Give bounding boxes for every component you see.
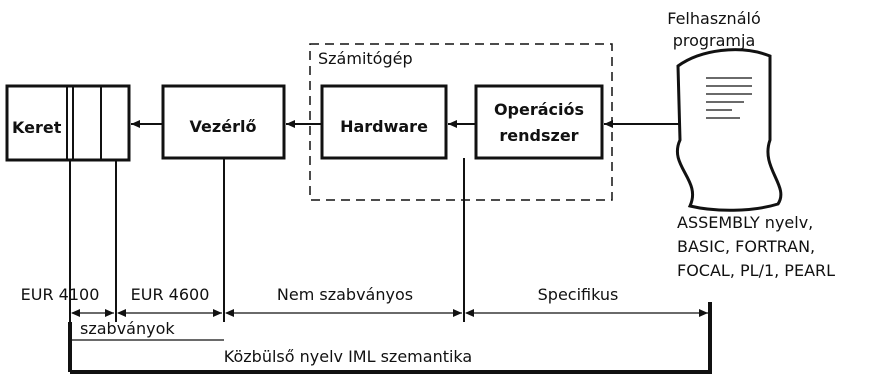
os-label-line2: rendszer: [499, 126, 578, 145]
vezerlo-label: Vezérlő: [190, 117, 257, 136]
os-label-line1: Operációs: [494, 100, 584, 119]
footer-label: Közbülső nyelv IML szemantika: [224, 347, 472, 366]
languages-line1: ASSEMBLY nyelv,: [677, 213, 813, 232]
computer-group-label: Számitógép: [318, 49, 413, 68]
hardware-block: Hardware: [322, 86, 446, 158]
keret-label: Keret: [12, 118, 62, 137]
os-block: Operációs rendszer: [476, 86, 602, 158]
range-eur4600-label: EUR 4600: [131, 285, 210, 304]
document-icon: [677, 50, 780, 211]
keret-block: Keret: [7, 86, 129, 160]
range-eur4100-label: EUR 4100: [21, 285, 100, 304]
vezerlo-block: Vezérlő: [163, 86, 284, 158]
range-nem-szabvanyos-label: Nem szabványos: [277, 285, 413, 304]
languages-line3: FOCAL, PL/1, PEARL: [677, 261, 835, 280]
user-program-line1: Felhasználó: [667, 9, 760, 28]
range-specifikus-label: Specifikus: [538, 285, 619, 304]
hardware-label: Hardware: [340, 117, 428, 136]
languages-line2: BASIC, FORTRAN,: [677, 237, 815, 256]
user-program-line2: programja: [673, 31, 756, 50]
szabvanyok-label: szabványok: [80, 319, 175, 338]
